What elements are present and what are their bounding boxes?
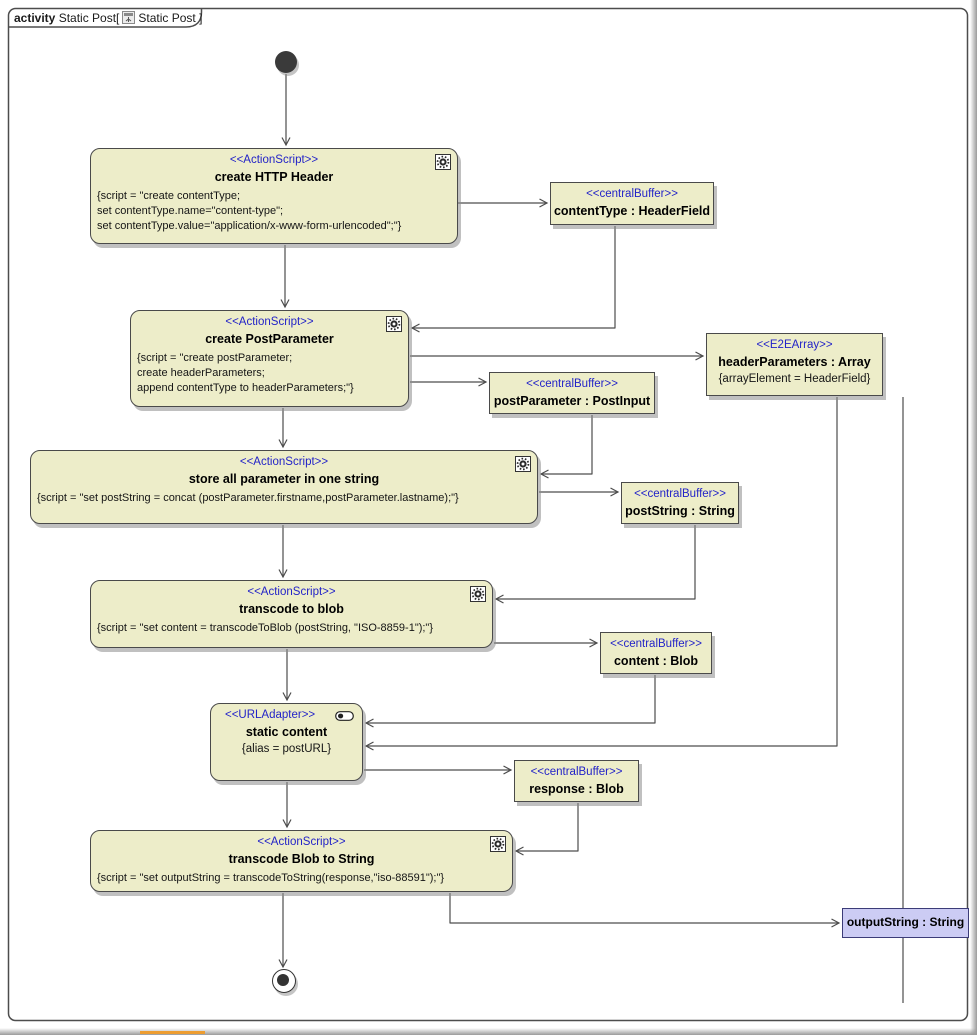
- array-constraint: {arrayElement = HeaderField}: [718, 373, 871, 385]
- frame-title-pre: Static Post[: [58, 11, 120, 25]
- script-line: set contentType.value="application/x-www…: [97, 220, 402, 232]
- object-node-outputstring[interactable]: outputString : String: [842, 908, 969, 938]
- activity-final-node[interactable]: [272, 969, 296, 993]
- gear-icon: [435, 154, 451, 170]
- action-name: transcode to blob: [239, 602, 344, 616]
- e2earray-headerparameters[interactable]: <<E2EArray>> headerParameters : Array {a…: [706, 333, 883, 396]
- adapter-constraint: {alias = postURL}: [241, 743, 332, 755]
- urladapter-static-content[interactable]: <<URLAdapter>> static content {alias = p…: [210, 703, 363, 781]
- buffer-name: content : Blob: [613, 654, 698, 668]
- stereotype-label: <<centralBuffer>>: [530, 766, 623, 778]
- central-buffer-poststring[interactable]: <<centralBuffer>> postString : String: [621, 482, 739, 524]
- stereotype-label: <<ActionScript>>: [229, 154, 319, 166]
- activity-frame: [7, 7, 969, 1022]
- stereotype-label: <<centralBuffer>>: [634, 488, 726, 500]
- edge-poststring-to-transcode-to-blob[interactable]: [494, 525, 696, 604]
- stereotype-label: <<ActionScript>>: [239, 456, 329, 468]
- script-line: {script = "set outputString = transcodeT…: [97, 872, 445, 884]
- array-name: headerParameters : Array: [718, 355, 871, 369]
- gear-icon: [515, 456, 531, 472]
- action-transcode-to-blob[interactable]: <<ActionScript>> transcode to blob {scri…: [90, 580, 493, 648]
- stereotype-label: <<centralBuffer>>: [526, 378, 618, 390]
- edge-headerparameters-to-static-content[interactable]: [364, 397, 838, 751]
- adapter-name: static content: [245, 725, 328, 739]
- action-name: create PostParameter: [205, 332, 334, 346]
- frame-title-post: Static Post ]: [138, 11, 203, 25]
- action-name: transcode Blob to String: [228, 852, 375, 866]
- object-node-name: outputString : String: [846, 915, 965, 929]
- activity-diagram-icon: [122, 11, 136, 24]
- stereotype-label: <<ActionScript>>: [247, 586, 336, 598]
- edge-content-to-static-content[interactable]: [364, 675, 656, 728]
- central-buffer-contenttype[interactable]: <<centralBuffer>> contentType : HeaderFi…: [550, 182, 714, 225]
- edge-contenttype-to-create-postparameter[interactable]: [410, 226, 616, 333]
- edge-postparameter-to-store-all-parameter[interactable]: [539, 415, 593, 479]
- frame-title: activity Static Post[ Static Post ]: [14, 11, 202, 25]
- stereotype-label: <<ActionScript>>: [257, 836, 346, 848]
- frame-keyword: activity: [14, 11, 56, 25]
- buffer-name: postParameter : PostInput: [493, 394, 651, 408]
- url-adapter-icon: [335, 711, 354, 721]
- buffer-name: postString : String: [625, 504, 735, 518]
- edge-response-to-transcode-blob-to-string[interactable]: [514, 803, 579, 856]
- action-store-all-parameter[interactable]: <<ActionScript>> store all parameter in …: [30, 450, 538, 524]
- central-buffer-postparameter[interactable]: <<centralBuffer>> postParameter : PostIn…: [489, 372, 655, 414]
- activity-final-node-dot: [277, 974, 289, 986]
- stereotype-label: <<ActionScript>>: [225, 316, 314, 328]
- stereotype-label: <<E2EArray>>: [756, 339, 833, 351]
- stereotype-label: <<centralBuffer>>: [586, 188, 678, 200]
- script-line: create headerParameters;: [137, 367, 265, 379]
- buffer-name: contentType : HeaderField: [553, 204, 711, 218]
- script-line: {script = "set postString = concat (post…: [37, 492, 459, 504]
- gear-icon: [470, 586, 486, 602]
- buffer-name: response : Blob: [529, 782, 624, 796]
- central-buffer-response[interactable]: <<centralBuffer>> response : Blob: [514, 760, 639, 802]
- action-transcode-blob-to-string[interactable]: <<ActionScript>> transcode Blob to Strin…: [90, 830, 513, 892]
- window-bottom-edge: [0, 1028, 977, 1035]
- frame-title-tab-outline: [8, 9, 203, 28]
- gear-icon: [386, 316, 402, 332]
- action-name: store all parameter in one string: [188, 472, 380, 486]
- gear-icon: [490, 836, 506, 852]
- window-right-edge: [970, 0, 977, 1035]
- action-create-http-header[interactable]: <<ActionScript>> create HTTP Header {scr…: [90, 148, 458, 244]
- script-line: append contentType to headerParameters;"…: [137, 382, 354, 394]
- edge-transcode-blob-to-string-to-outputstring[interactable]: [449, 893, 841, 928]
- stereotype-label: <<URLAdapter>>: [225, 709, 316, 721]
- script-line: {script = "set content = transcodeToBlob…: [97, 622, 434, 634]
- initial-node[interactable]: [275, 51, 297, 73]
- script-line: {script = "create contentType;: [97, 190, 241, 202]
- action-create-postparameter[interactable]: <<ActionScript>> create PostParameter {s…: [130, 310, 409, 407]
- action-name: create HTTP Header: [214, 170, 334, 184]
- window-edge-artifact: [140, 1031, 205, 1034]
- script-line: set contentType.name="content-type";: [97, 205, 284, 217]
- script-line: {script = "create postParameter;: [137, 352, 293, 364]
- central-buffer-content[interactable]: <<centralBuffer>> content : Blob: [600, 632, 712, 674]
- stereotype-label: <<centralBuffer>>: [610, 638, 702, 650]
